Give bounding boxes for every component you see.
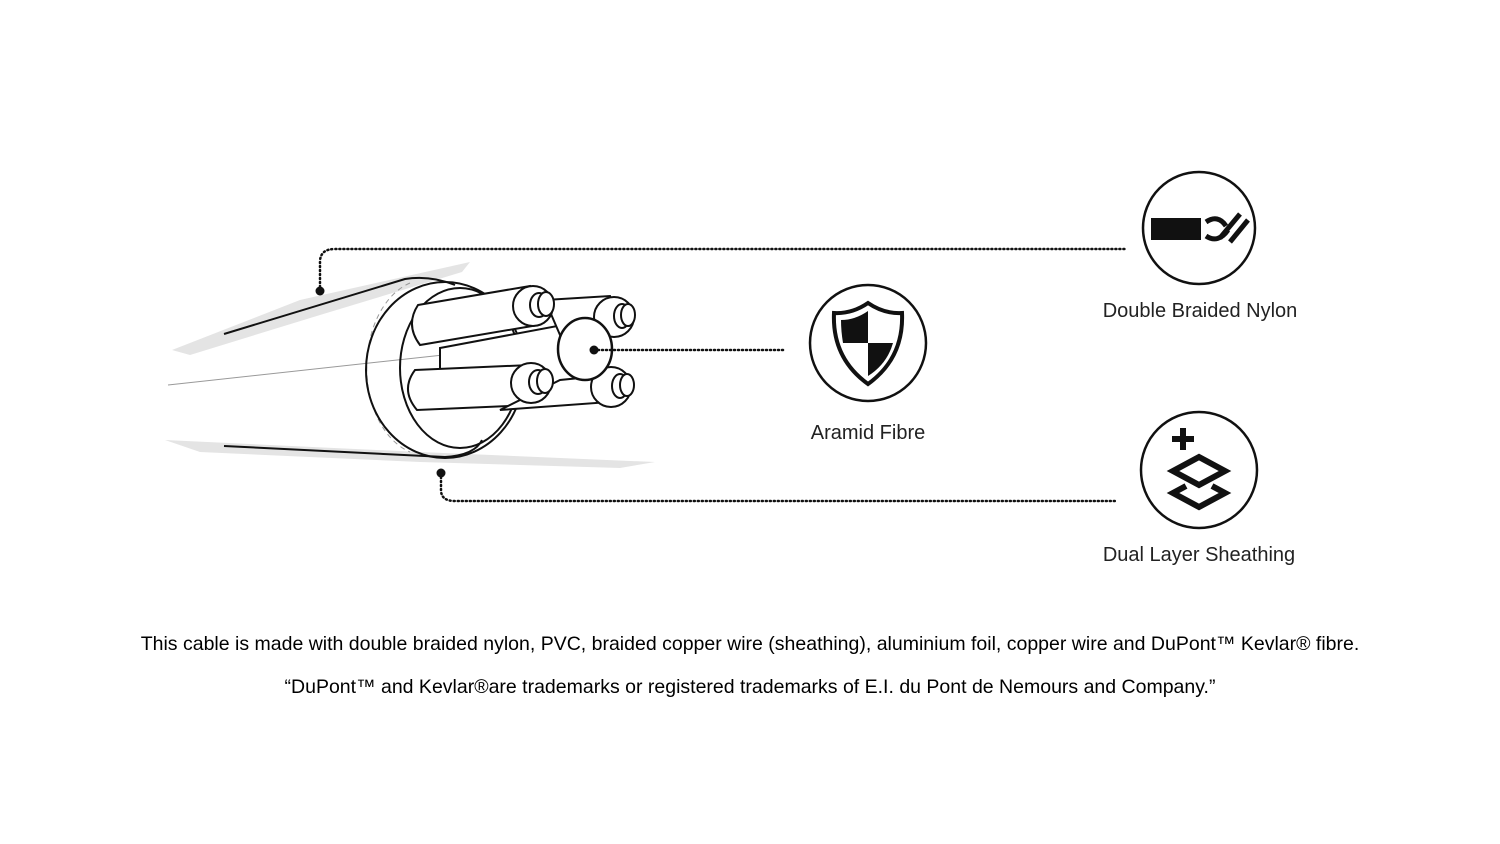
braided-nylon-icon [1141, 170, 1257, 286]
footnote-materials: This cable is made with double braided n… [140, 633, 1360, 655]
feature-label-double-braided-nylon: Double Braided Nylon [1102, 300, 1298, 322]
leader-dots [315, 286, 599, 478]
feature-label-dual-layer-sheathing: Dual Layer Sheathing [1102, 544, 1296, 566]
shield-icon [808, 283, 928, 403]
layers-plus-icon [1139, 410, 1259, 530]
cable-illustration [165, 262, 655, 468]
sheath-shadow-top [172, 262, 470, 355]
leader-lines [318, 247, 1127, 503]
feature-label-aramid-fibre: Aramid Fibre [810, 422, 926, 444]
footnote-trademark: “DuPont™ and Kevlar®are trademarks or re… [284, 676, 1216, 698]
sheath-shadow-bottom [165, 440, 655, 468]
